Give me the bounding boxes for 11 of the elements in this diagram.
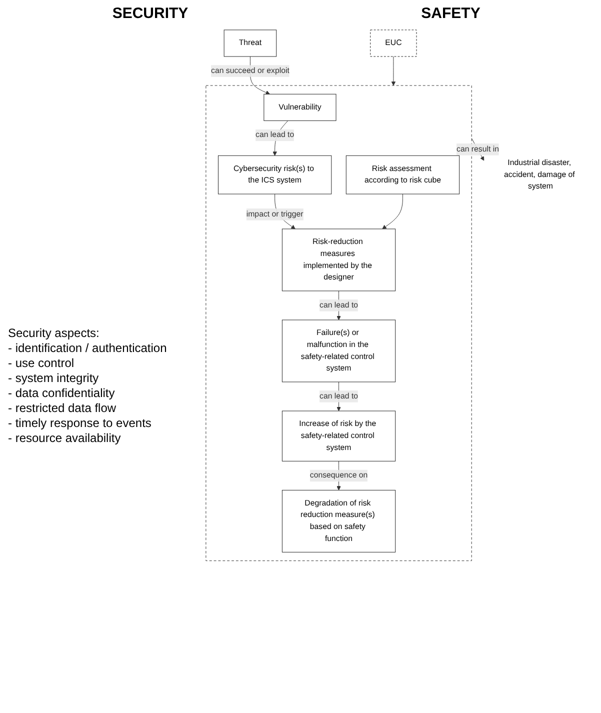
list-item: - identification / authentication <box>8 341 168 356</box>
list-item: - system integrity <box>8 371 100 386</box>
column-heading: SAFETY <box>420 4 482 22</box>
list-item: - use control <box>8 356 76 371</box>
list-item: - restricted data flow <box>8 401 118 416</box>
cluster <box>206 85 472 562</box>
list-item: - resource availability <box>8 431 122 446</box>
list-heading: Security aspects: <box>8 326 100 341</box>
list-item: - data confidentiality <box>8 386 116 401</box>
column-heading: SECURITY <box>111 4 190 22</box>
list-item: - timely response to events <box>8 416 152 431</box>
